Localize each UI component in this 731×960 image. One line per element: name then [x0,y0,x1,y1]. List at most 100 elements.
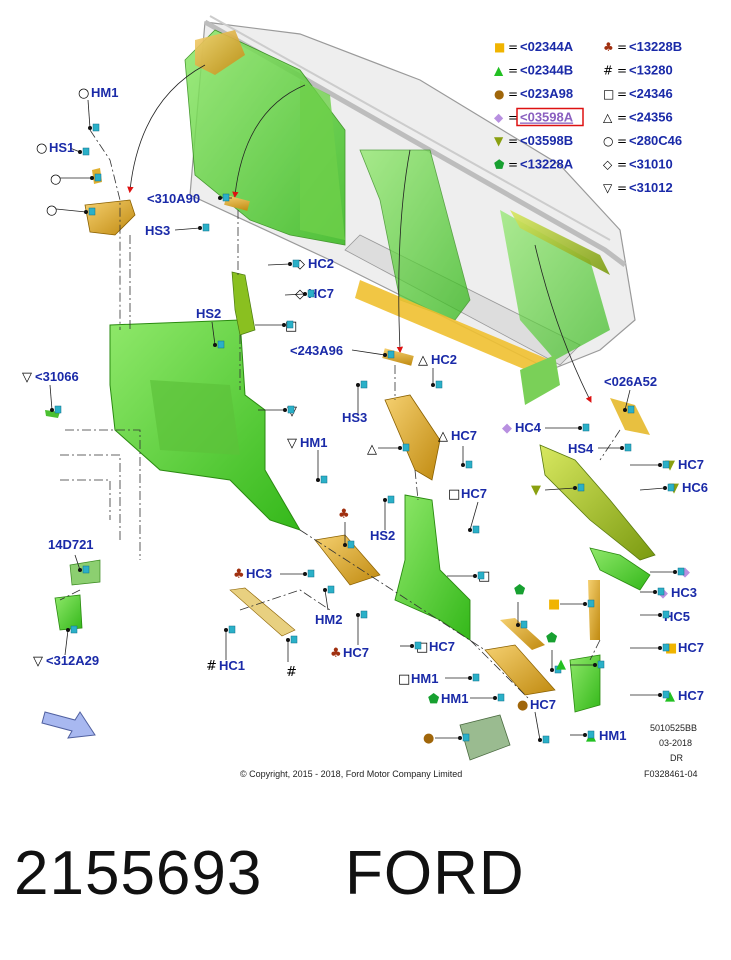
brand-name: FORD [345,839,525,908]
callout: □HC7 [448,486,487,534]
callout-label-hc3-a[interactable]: HC3 [246,566,272,581]
leader-dot [224,628,228,632]
callout: ▼ [531,483,585,498]
callout: □ [255,319,297,334]
callout-label-hm1-top[interactable]: HM1 [91,85,118,100]
leader-dot [283,408,287,412]
callout: ◇HC7 [284,286,334,302]
legend-code[interactable]: <24356 [629,110,673,125]
callout: HC5 [640,609,690,624]
legend-equals: = [617,134,627,148]
callout-label-hc4[interactable]: HC4 [515,420,542,435]
legend-code[interactable]: <13228A [520,157,574,172]
legend-entry: ○=<280C46 [603,133,682,148]
legend-code[interactable]: <02344A [520,39,574,54]
callout-label-hm2[interactable]: HM2 [315,612,342,627]
callout-label-c31066[interactable]: <31066 [35,369,79,384]
callout-symbol: ● [517,698,528,713]
legend-code[interactable]: <31012 [629,180,673,195]
callout-label-hs3-a[interactable]: HS3 [145,223,170,238]
callout-label-hc5[interactable]: HC5 [664,609,690,624]
callout-label-c14d721[interactable]: 14D721 [48,537,94,552]
callout-label-hc7-i[interactable]: HC7 [678,688,704,703]
leader-dot [383,353,387,357]
legend-code[interactable]: <280C46 [629,133,682,148]
callout-label-hc7-c[interactable]: HC7 [451,428,477,443]
fastener-icon [662,643,670,652]
legend-code[interactable]: <02344B [520,63,573,78]
callout-label-hc7-g[interactable]: HC7 [530,697,556,712]
callout: ◆HC3 [640,585,697,601]
callout-symbol: ◆ [680,565,690,580]
callout: ○ [50,172,102,187]
callout: ▽HM1 [287,435,328,484]
callout-label-hs3-b[interactable]: HS3 [342,410,367,425]
callout: ○ [46,203,96,218]
leader-dot [658,646,662,650]
callout-label-hs4[interactable]: HS4 [568,441,594,456]
callout-label-hc2-b[interactable]: HC2 [431,352,457,367]
leader-dot [303,292,307,296]
callout-label-c310a90[interactable]: <310A90 [147,191,200,206]
legend-code[interactable]: <13280 [629,63,673,78]
callout: ○HS1 [36,140,90,156]
leader-line [544,487,576,491]
callout-symbol: ◆ [502,421,512,436]
callout-label-hm1-b[interactable]: HM1 [411,671,438,686]
callout-label-hc3-b[interactable]: HC3 [671,585,697,600]
leader-dot [538,738,542,742]
callout-label-hm1-d[interactable]: HM1 [599,728,626,743]
fastener-icon [202,223,210,232]
callout-label-hm1-mid[interactable]: HM1 [300,435,327,450]
callout: ● [423,731,470,746]
legend-code[interactable]: <31010 [629,157,673,172]
legend-code[interactable]: <24346 [629,86,673,101]
callout-label-hc7-h[interactable]: HC7 [678,640,704,655]
callout-label-hc7-b[interactable]: HC7 [461,486,487,501]
callout-symbol: ▼ [531,483,541,498]
callout-symbol: ▲ [556,657,566,672]
callout-label-hs2-b[interactable]: HS2 [370,528,395,543]
callout: ■ [548,597,595,612]
callout-label-hs2-a[interactable]: HS2 [196,306,221,321]
callout: △HC7 [438,428,477,469]
legend-code[interactable]: <13228B [629,39,682,54]
legend-code[interactable]: <03598A [520,110,574,125]
fastener-icon [307,289,315,298]
leader-line [469,501,479,531]
legend-code[interactable]: <03598B [520,133,573,148]
callout-label-hs1[interactable]: HS1 [49,140,74,155]
fastener-icon [82,147,90,156]
callout-symbol: △ [418,353,428,368]
callout-label-c243a96[interactable]: <243A96 [290,343,343,358]
leader-dot [66,628,70,632]
callout-label-c026a52[interactable]: <026A52 [604,374,657,389]
legend-equals: = [617,64,627,78]
legend-symbol: ▼ [494,134,504,148]
callout: ⬟ [546,631,562,674]
leader-line [55,208,87,213]
callout-label-hm1-c[interactable]: HM1 [441,691,468,706]
leader-dot [458,736,462,740]
callout-label-hc7-e[interactable]: HC7 [343,645,369,660]
callout: △ [367,442,410,457]
fastener-icon [520,620,528,629]
callout-label-hc2-a[interactable]: HC2 [308,256,334,271]
callout-label-hc1[interactable]: HC1 [219,658,245,673]
callout-label-hc7-d[interactable]: HC7 [678,457,704,472]
fastener-icon [320,475,328,484]
leader-dot [282,323,286,327]
fastener-icon [290,635,298,644]
leader-line [74,554,81,571]
callout-label-hc6[interactable]: HC6 [682,480,708,495]
callout: HS3 [342,380,367,425]
legend-code[interactable]: <023A98 [520,86,573,101]
figure-number: F0328461-04 [644,769,698,779]
legend-symbol: ⬟ [494,158,505,172]
callout-label-c312a29[interactable]: <312A29 [46,653,99,668]
leader-dot [316,478,320,482]
callout-label-hc7-a[interactable]: HC7 [308,286,334,301]
callout-symbol: ▽ [33,654,43,669]
legend-entry: ▼=<03598B [494,133,573,148]
callout-label-hc7-f[interactable]: HC7 [429,639,455,654]
